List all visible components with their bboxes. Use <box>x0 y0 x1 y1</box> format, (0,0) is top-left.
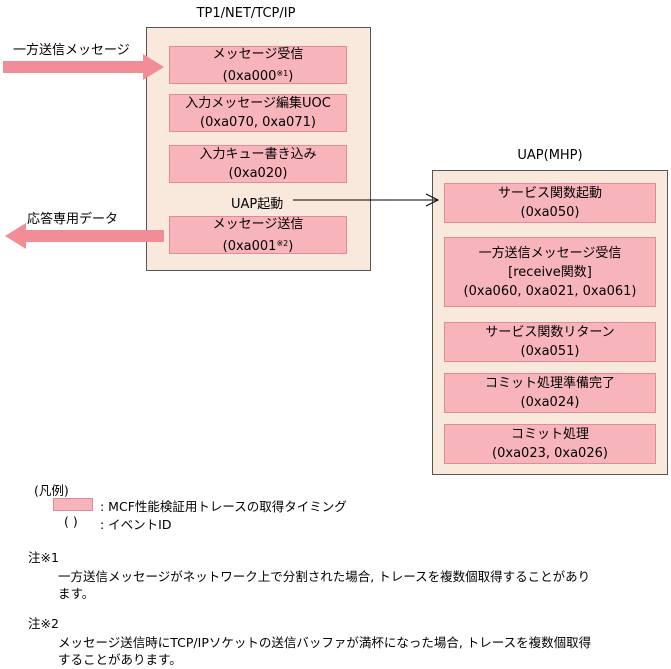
note-ref: ※1 <box>276 68 289 78</box>
event-label: コミット処理 <box>510 427 589 442</box>
legend-paren-symbol: ( ) <box>64 514 78 529</box>
event-label: 一方送信メッセージ受信 <box>478 245 622 261</box>
event-label: 入力メッセージ編集UOC <box>185 96 331 111</box>
legend-item-trace: : MCF性能検証用トレースの取得タイミング <box>100 499 347 514</box>
note-2-title: 注※2 <box>28 616 59 631</box>
note-1-text: 一方送信メッセージがネットワーク上で分割された場合, トレースを複数個取得するこ… <box>58 569 591 584</box>
event-sub-label: [receive関数] <box>508 264 592 280</box>
event-commit-prepare-complete: コミット処理準備完了 (0xa024) <box>444 373 656 413</box>
outgoing-data-label: 応答専用データ <box>27 212 119 227</box>
note-1-text-cont: ます。 <box>58 586 95 601</box>
uap-start-label: UAP起動 <box>231 197 284 212</box>
event-id: (0xa001※2) <box>222 238 294 254</box>
event-id: (0xa051) <box>520 344 580 359</box>
event-message-receive: メッセージ受信 (0xa000※1) <box>169 46 347 84</box>
event-input-queue-write: 入力キュー書き込み (0xa020) <box>169 145 347 183</box>
legend-title: (凡例) <box>34 483 69 498</box>
event-service-function-return: サービス関数リターン (0xa051) <box>444 322 656 362</box>
uap-title: UAP(MHP) <box>517 148 583 163</box>
legend-swatch <box>53 498 93 511</box>
note-1-title: 注※1 <box>28 550 59 565</box>
event-id: (0xa000※1) <box>222 68 294 84</box>
note-ref: ※2 <box>276 238 289 248</box>
event-input-message-edit-uoc: 入力メッセージ編集UOC (0xa070, 0xa071) <box>169 94 347 132</box>
incoming-arrow <box>3 54 164 80</box>
event-id: (0xa024) <box>520 395 580 410</box>
uap-start-arrow-head <box>425 193 440 207</box>
event-label: サービス関数起動 <box>497 186 602 201</box>
event-commit: コミット処理 (0xa023, 0xa026) <box>444 424 656 464</box>
event-label: メッセージ受信 <box>212 46 304 62</box>
event-label: サービス関数リターン <box>485 325 615 340</box>
event-message-send: メッセージ送信 (0xa001※2) <box>169 216 347 254</box>
event-service-function-start: サービス関数起動 (0xa050) <box>444 183 656 223</box>
outgoing-arrow <box>5 223 164 249</box>
event-label: 入力キュー書き込み <box>199 147 317 162</box>
event-one-way-message-receive: 一方送信メッセージ受信 [receive関数] (0xa060, 0xa021,… <box>444 237 656 307</box>
event-label: メッセージ送信 <box>212 216 304 232</box>
note-2-text: メッセージ送信時にTCP/IPソケットの送信バッファが満杯になった場合, トレー… <box>58 635 592 650</box>
event-id: (0xa050) <box>520 205 580 220</box>
incoming-message-label: 一方送信メッセージ <box>13 43 130 58</box>
event-label: コミット処理準備完了 <box>484 376 615 391</box>
tp1-title: TP1/NET/TCP/IP <box>196 6 296 21</box>
event-id: (0xa060, 0xa021, 0xa061) <box>463 283 637 299</box>
event-id: (0xa023, 0xa026) <box>492 446 608 461</box>
event-id: (0xa020) <box>228 166 288 181</box>
event-id: (0xa070, 0xa071) <box>200 115 316 130</box>
note-2-text-cont: することがあります。 <box>58 652 182 667</box>
legend-item-event-id: : イベントID <box>100 517 172 532</box>
